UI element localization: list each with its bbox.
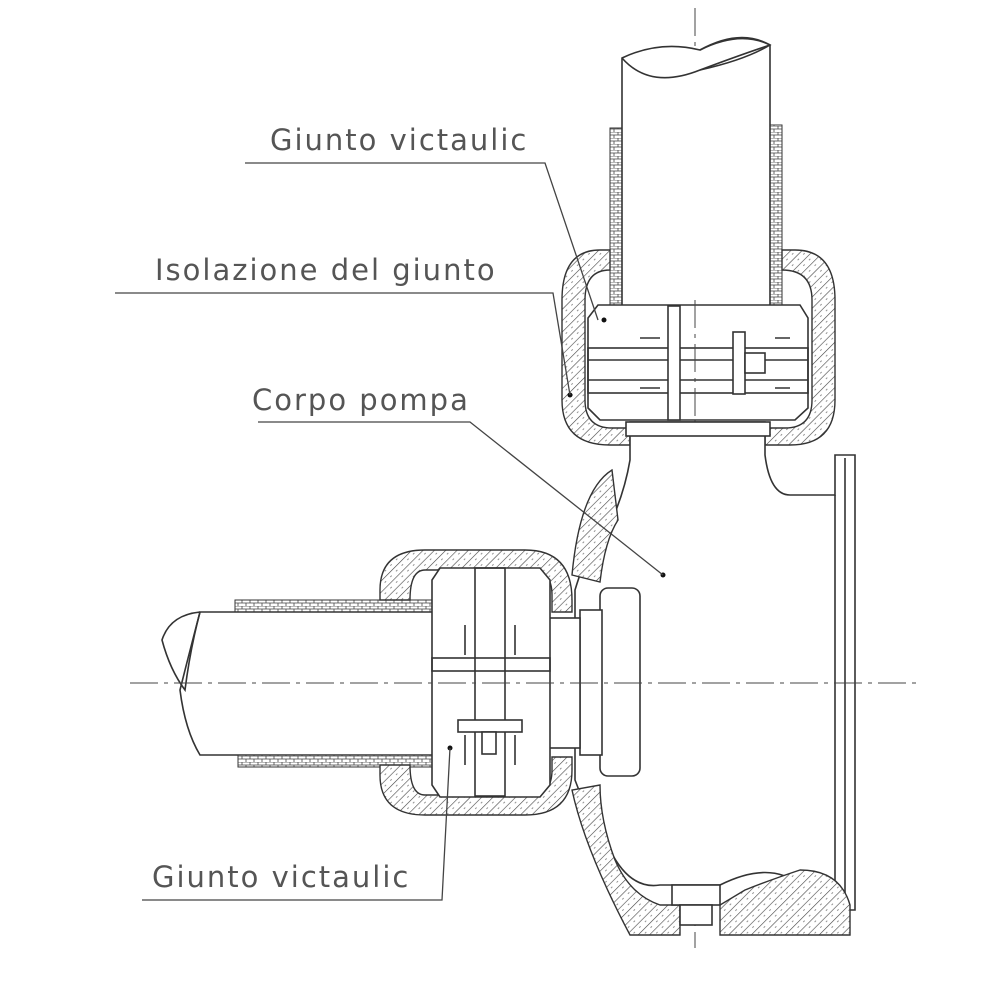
top-joint [561, 249, 836, 446]
label-pump-body: Corpo pompa [252, 383, 470, 417]
label-insulation: Isolazione del giunto [155, 253, 497, 287]
label-top-joint: Giunto victaulic [270, 123, 528, 157]
top-pipe [609, 36, 783, 307]
leader-top-joint [245, 162, 599, 321]
side-nozzle [547, 587, 641, 777]
leader-insulation [115, 292, 571, 396]
label-bottom-joint: Giunto victaulic [152, 860, 410, 894]
pump-body [571, 421, 856, 936]
leader-bottom-joint [142, 747, 451, 901]
leader-pump-body [258, 421, 664, 576]
